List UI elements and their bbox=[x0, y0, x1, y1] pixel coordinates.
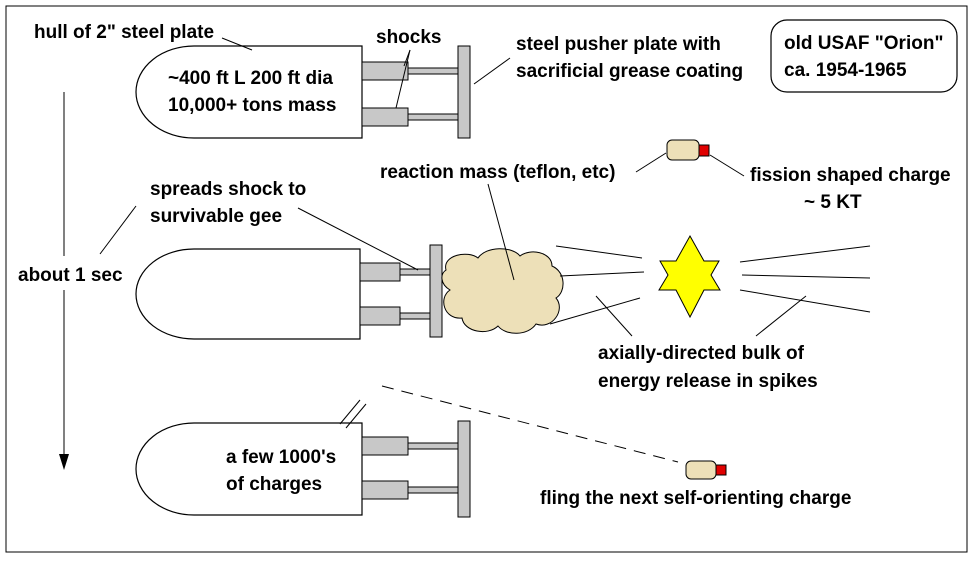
label-charges-line-1: a few 1000's bbox=[226, 447, 336, 468]
label-spreads-line-1: spreads shock to bbox=[150, 179, 306, 200]
label-dims-line-1: ~400 ft L 200 ft dia bbox=[168, 68, 333, 89]
charge-top-body bbox=[666, 139, 700, 161]
label-spreads-line-2: survivable gee bbox=[150, 206, 282, 227]
shock-cylinder-top-2 bbox=[361, 107, 409, 127]
leader-spreads bbox=[297, 207, 419, 271]
pusher-plate-bottom bbox=[457, 420, 471, 518]
spike-left-upper bbox=[555, 245, 643, 259]
label-hull: hull of 2" steel plate bbox=[34, 22, 214, 43]
label-axial-line-2: energy release in spikes bbox=[598, 371, 818, 392]
label-dims-line-2: 10,000+ tons mass bbox=[168, 95, 336, 116]
spike-left-lower bbox=[549, 297, 641, 325]
leader-time bbox=[99, 205, 137, 255]
charge-top-tip bbox=[698, 144, 710, 157]
hull-middle bbox=[135, 248, 361, 340]
hull-top bbox=[135, 45, 363, 139]
reaction-mass-cloud bbox=[441, 248, 564, 334]
label-shocks: shocks bbox=[376, 27, 441, 48]
trajectory-dashed bbox=[381, 385, 679, 463]
energy-spikes bbox=[549, 245, 871, 325]
shock-rod-bot-1 bbox=[407, 442, 459, 450]
leader-shocks-2 bbox=[403, 49, 411, 67]
leader-lines bbox=[99, 37, 807, 463]
leader-axial-2 bbox=[755, 295, 807, 337]
leader-fission bbox=[709, 154, 745, 177]
label-fission-line-1: fission shaped charge bbox=[750, 165, 951, 186]
leader-shocks-1 bbox=[395, 49, 411, 109]
label-time: about 1 sec bbox=[18, 265, 123, 286]
shock-rod-mid-2 bbox=[399, 312, 431, 320]
charges-stack-marker bbox=[339, 399, 367, 429]
stack-line-2 bbox=[345, 403, 367, 429]
label-pusher-line-2: sacrificial grease coating bbox=[516, 61, 743, 82]
time-arrow-head bbox=[59, 454, 69, 470]
spike-right-lower bbox=[739, 289, 871, 313]
charge-bottom-tip bbox=[715, 464, 727, 476]
ship-bottom bbox=[135, 420, 471, 518]
shock-rod-top-2 bbox=[407, 113, 459, 121]
leader-reaction-to-cloud bbox=[487, 183, 515, 281]
spike-right-upper bbox=[739, 245, 871, 263]
ship-top bbox=[135, 45, 471, 139]
shock-rod-top-1 bbox=[407, 67, 459, 75]
ship-middle bbox=[135, 244, 564, 340]
title-box bbox=[770, 19, 958, 93]
label-pusher-line-1: steel pusher plate with bbox=[516, 34, 721, 55]
shock-cylinder-bot-1 bbox=[361, 436, 409, 456]
label-reaction-mass: reaction mass (teflon, etc) bbox=[380, 162, 615, 183]
charge-bottom bbox=[685, 460, 727, 480]
label-fission-line-2: ~ 5 KT bbox=[804, 192, 862, 213]
leader-axial-1 bbox=[595, 295, 633, 337]
shock-cylinder-mid-2 bbox=[359, 306, 401, 326]
pusher-plate-top bbox=[457, 45, 471, 139]
leader-pusher bbox=[473, 57, 511, 85]
shock-rod-mid-1 bbox=[399, 268, 431, 276]
leader-hull bbox=[221, 37, 253, 51]
charge-bottom-body bbox=[685, 460, 717, 480]
label-charges-line-2: of charges bbox=[226, 474, 322, 495]
title-line-1: old USAF "Orion" bbox=[784, 33, 943, 54]
leader-reaction-to-charge bbox=[635, 152, 667, 173]
title-line-2: ca. 1954-1965 bbox=[784, 60, 907, 81]
explosion-star bbox=[658, 234, 721, 319]
time-arrow bbox=[59, 92, 69, 470]
frame-border bbox=[5, 5, 968, 553]
charge-top bbox=[666, 139, 710, 161]
pusher-plate-middle bbox=[429, 244, 443, 338]
shock-cylinder-mid-1 bbox=[359, 262, 401, 282]
spike-left-middle bbox=[559, 271, 645, 277]
stack-line-1 bbox=[339, 399, 361, 425]
spike-right-middle bbox=[741, 274, 871, 279]
hull-bottom bbox=[135, 422, 363, 516]
shock-cylinder-bot-2 bbox=[361, 480, 409, 500]
label-fling: fling the next self-orienting charge bbox=[540, 488, 851, 509]
label-axial-line-1: axially-directed bulk of bbox=[598, 343, 805, 364]
shock-cylinder-top-1 bbox=[361, 61, 409, 81]
shock-rod-bot-2 bbox=[407, 486, 459, 494]
